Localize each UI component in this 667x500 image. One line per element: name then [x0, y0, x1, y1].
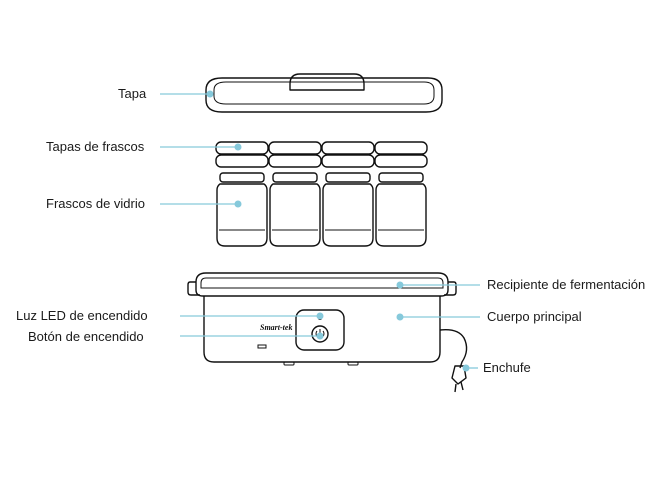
label-glass-jars: Frascos de vidrio [46, 196, 145, 211]
jar-lid-set-1 [215, 141, 269, 168]
glass-jar-2 [269, 172, 321, 247]
label-main-body: Cuerpo principal [487, 309, 582, 324]
label-led: Luz LED de encendido [16, 308, 148, 323]
glass-jar-4 [375, 172, 427, 247]
jar-lid-set-4 [374, 141, 428, 168]
jar-lids [215, 141, 428, 168]
lid [205, 73, 443, 113]
jar-lid-set-2 [268, 141, 322, 168]
plug [451, 365, 467, 393]
label-container: Recipiente de fermentación [487, 277, 646, 292]
glass-jars [216, 172, 427, 247]
power-button-shape [311, 325, 329, 343]
glass-jar-1 [216, 172, 268, 247]
leader-lines [160, 90, 480, 372]
label-power-button: Botón de encendido [28, 329, 144, 344]
label-lid: Tapa [118, 86, 147, 101]
label-plug: Enchufe [483, 360, 531, 375]
glass-jar-3 [322, 172, 374, 247]
brand-logo: Smart-tek [260, 323, 292, 332]
main-body: Smart-tek [187, 272, 468, 369]
jar-lid-set-3 [321, 141, 375, 168]
label-jar-lids: Tapas de frascos [46, 139, 145, 154]
